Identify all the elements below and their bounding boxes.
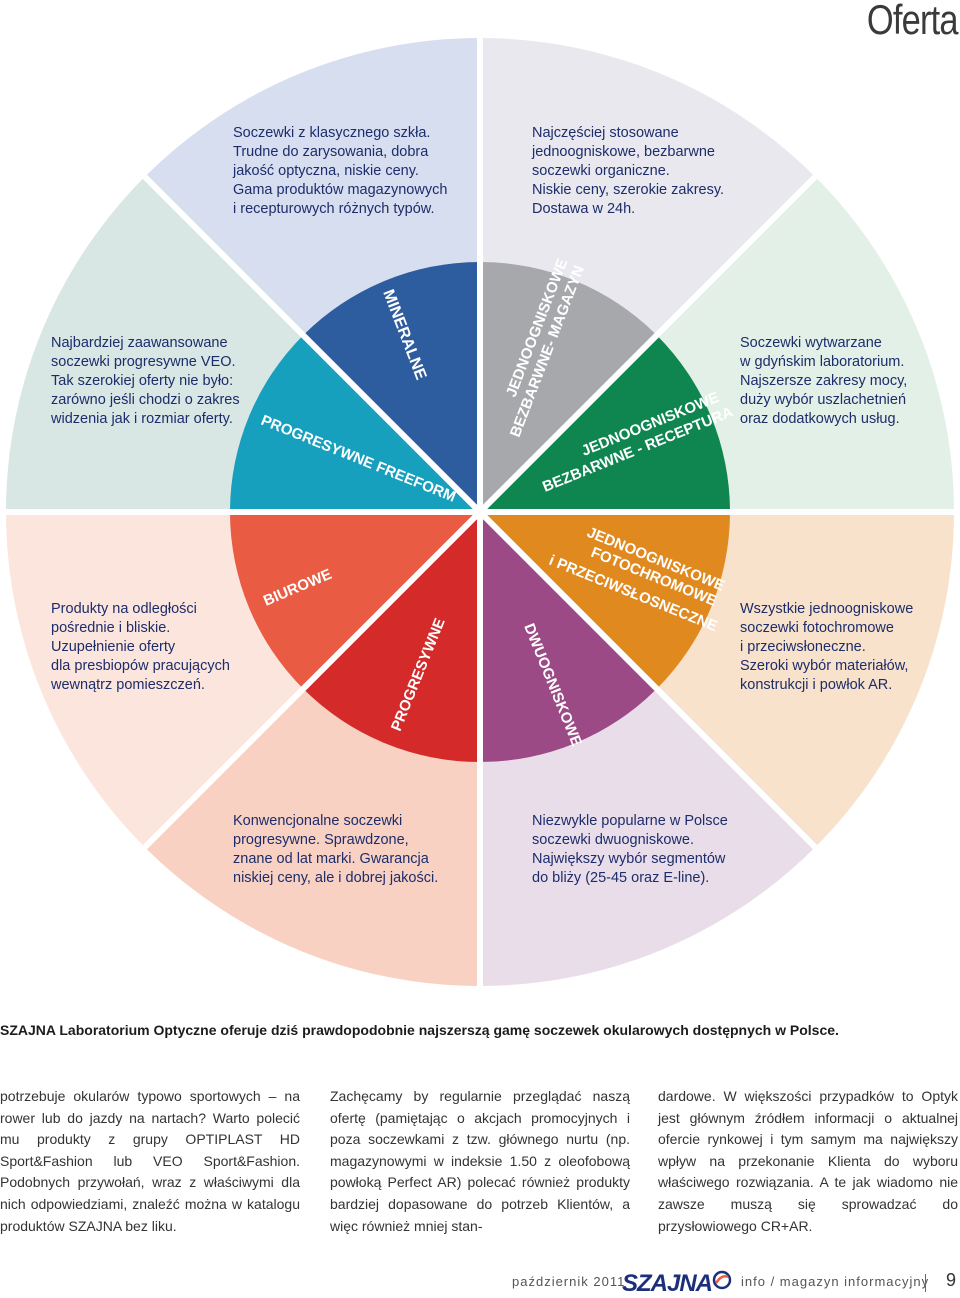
desc-mineralne: Soczewki z klasycznego szkła. Trudne do … bbox=[233, 125, 448, 217]
sector-divider bbox=[142, 509, 483, 850]
inner-sector-magazyn bbox=[480, 262, 657, 512]
desc-magazyn: Najczęściej stosowane jednoogniskowe, be… bbox=[532, 125, 725, 217]
page-title: Oferta bbox=[867, 0, 959, 43]
desc-dwuogniskowe: Niezwykle popularne w Polsce soczewki dw… bbox=[532, 813, 728, 886]
inner-sector-biurowe bbox=[230, 512, 480, 689]
lead-sentence: SZAJNA Laboratorium Optyczne oferuje dzi… bbox=[0, 1022, 839, 1038]
desc-receptura: Soczewki wytwarzane w gdyńskim laborator… bbox=[740, 335, 908, 427]
inner-sector-receptura bbox=[480, 335, 731, 512]
inner-sector-mineralne bbox=[303, 261, 480, 512]
page-number: 9 bbox=[946, 1270, 957, 1290]
article-column-1: potrzebuje okularów typowo sportowych – … bbox=[0, 1088, 300, 1234]
desc-biurowe: Produkty na odległości pośrednie i blisk… bbox=[51, 601, 230, 693]
inner-sector-foto bbox=[480, 512, 730, 689]
inner-sector-progresywne bbox=[303, 512, 480, 762]
szajna-logo-icon bbox=[712, 1270, 732, 1290]
desc-freeform: Najbardziej zaawansowane soczewki progre… bbox=[51, 335, 240, 427]
footer-magazine: info / magazyn informacyjny bbox=[741, 1274, 930, 1289]
article-column-3: dardowe. W większości przypadków to Opty… bbox=[658, 1088, 958, 1234]
sector-divider bbox=[477, 509, 818, 850]
inner-sectors bbox=[230, 261, 731, 762]
article-column-2: Zachęcamy by regularnie przeglądać naszą… bbox=[330, 1088, 630, 1234]
inner-sector-dwuogniskowe bbox=[480, 512, 657, 762]
divider-lines bbox=[6, 38, 954, 986]
desc-progresywne: Konwencjonalne soczewki progresywne. Spr… bbox=[233, 813, 439, 886]
footer-divider bbox=[925, 1274, 926, 1292]
footer-date: październik 2011 bbox=[512, 1274, 626, 1289]
inner-sector-freeform bbox=[230, 335, 480, 512]
sector-divider bbox=[477, 174, 818, 515]
szajna-logo: SZAJNA bbox=[622, 1270, 713, 1297]
desc-foto: Wszystkie jednoogniskowe soczewki fotoch… bbox=[740, 601, 914, 693]
lens-offer-wheel: MINERALNE JEDNOOGNISKOWE BEZBARWNE- MAGA… bbox=[5, 37, 955, 987]
sector-divider bbox=[142, 174, 483, 515]
